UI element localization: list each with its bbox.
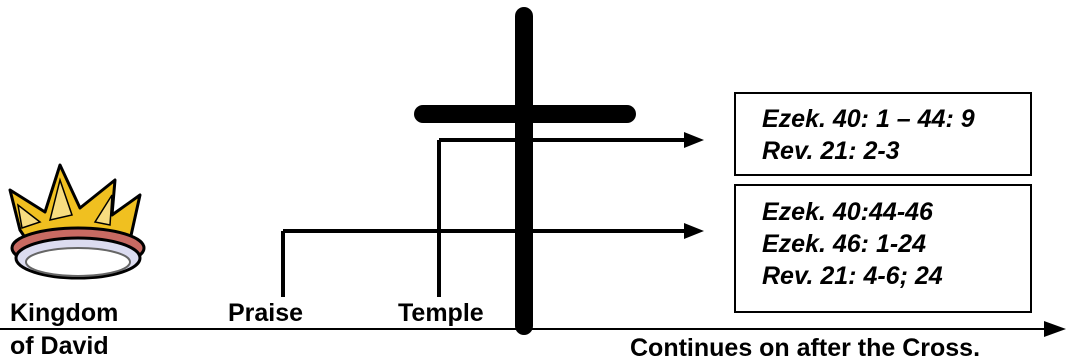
reference-line: Rev. 21: 4-6; 24 [762,260,1030,292]
reference-box-bottom: Ezek. 40:44-46 Ezek. 46: 1-24 Rev. 21: 4… [734,184,1032,313]
kingdom-label-line1: Kingdom [10,299,118,327]
temple-label: Temple [398,299,484,327]
continues-label: Continues on after the Cross. [630,334,980,362]
crown-icon [10,165,144,278]
reference-line: Ezek. 40:44-46 [762,196,1030,228]
temple-connector [439,132,704,297]
kingdom-label-line2: of David [10,332,109,360]
reference-line: Rev. 21: 2-3 [762,135,1030,167]
praise-connector [283,223,704,297]
reference-line: Ezek. 40: 1 – 44: 9 [762,103,1030,135]
praise-label: Praise [228,299,303,327]
cross-icon [423,16,627,326]
reference-box-top: Ezek. 40: 1 – 44: 9 Rev. 21: 2-3 [734,92,1032,176]
reference-line: Ezek. 46: 1-24 [762,228,1030,260]
